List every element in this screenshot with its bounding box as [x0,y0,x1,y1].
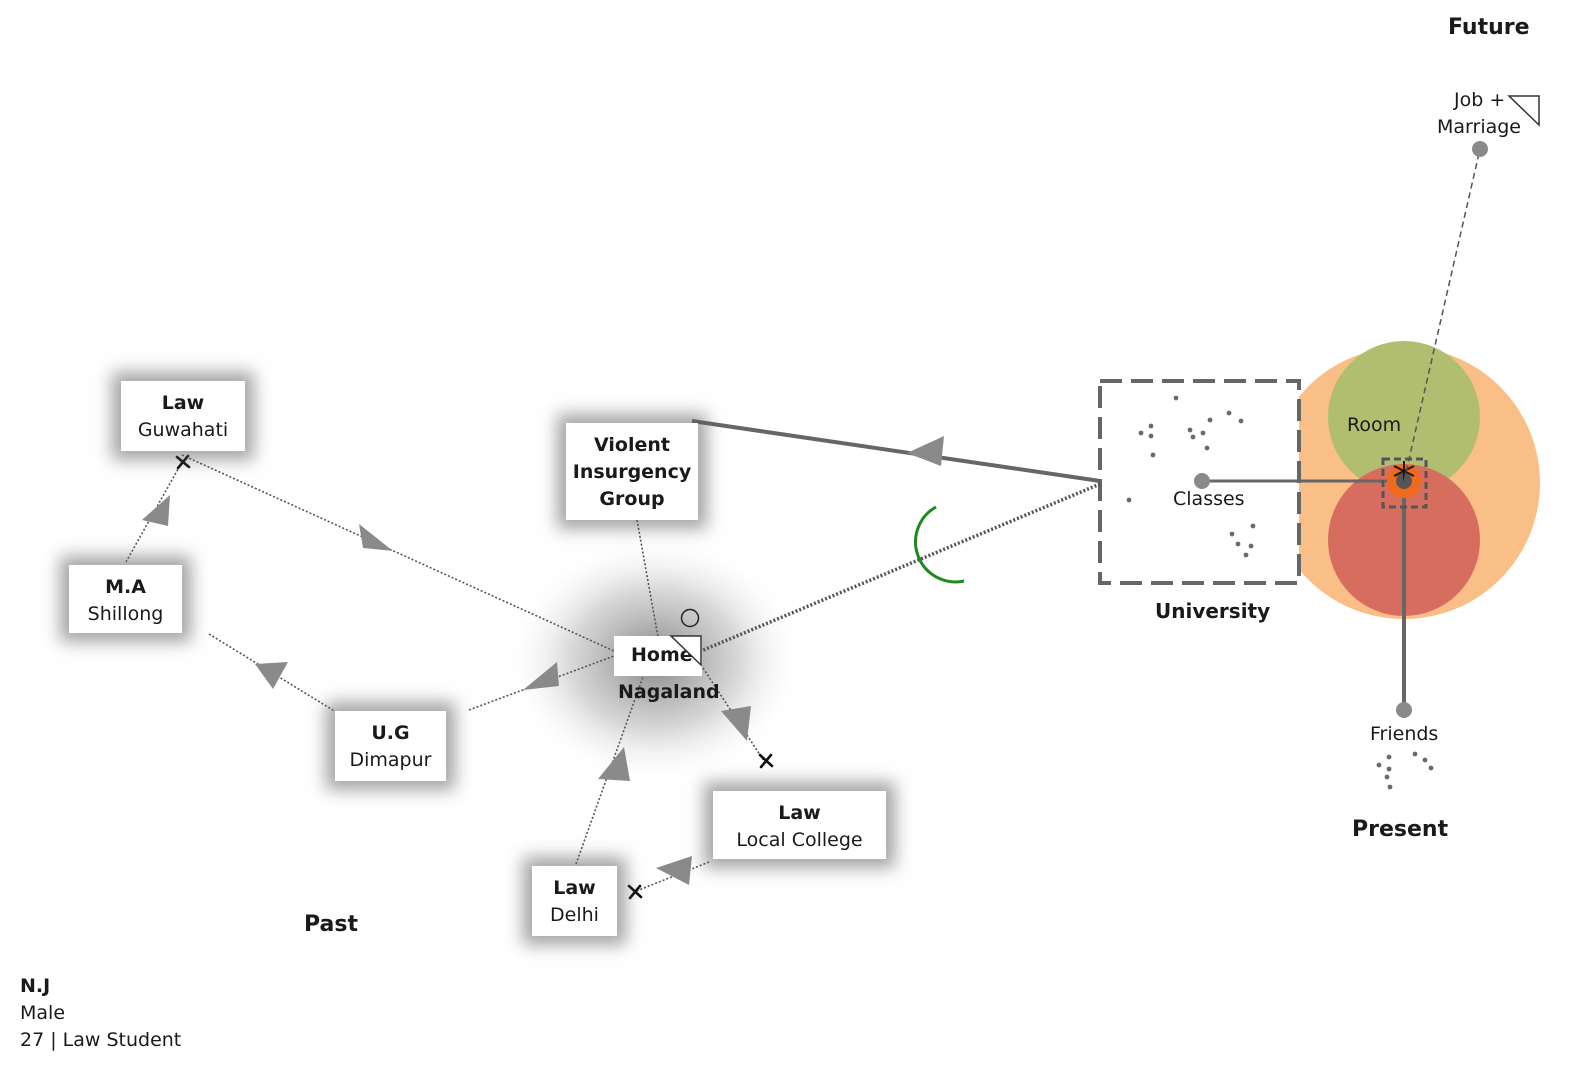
university-label: University [1155,599,1271,623]
room-label: Room [1347,414,1402,436]
node-law-delhi: Law Delhi [532,866,617,936]
node-law-local: Law Local College [713,791,886,859]
room-circle [1328,341,1480,493]
node-violent-group-line2: Insurgency [572,461,692,483]
node-ug-dimapur-place: Dimapur [349,749,432,771]
future-line2-label: Marriage [1437,116,1521,138]
friends-dots [1376,751,1434,790]
present-period-label: Present [1352,817,1449,842]
person-details: 27 | Law Student [20,1029,182,1051]
node-violent-group-line1: Violent [594,434,670,456]
node-ma-shillong: M.A Shillong [69,565,182,633]
node-law-guwahati-title: Law [161,392,205,414]
triangle-marker-icon [1507,95,1540,127]
person-info: N.J Male 27 | Law Student [20,973,181,1054]
past-period-label: Past [304,912,358,937]
university-dots [1126,395,1256,558]
node-law-guwahati: Law Guwahati [121,381,245,451]
arrow-head-icon [907,436,944,466]
node-law-delhi-place: Delhi [550,904,599,926]
future-node [1472,141,1488,157]
past-arrow-heads [142,495,751,885]
circle-marker-icon [680,608,700,628]
person-gender: Male [20,1002,66,1024]
classes-label: Classes [1173,488,1245,510]
node-ug-dimapur: U.G Dimapur [335,711,446,781]
x-mark-icons [175,454,774,900]
university-violent-connector [691,419,1101,483]
node-law-guwahati-place: Guwahati [137,419,229,441]
future-connector [1403,148,1481,482]
node-ug-dimapur-title: U.G [371,722,410,744]
university-home-connector [700,482,1101,653]
person-initials: N.J [20,975,51,997]
node-home-title: Home [631,644,693,666]
green-arc [914,505,965,584]
friends-label: Friends [1370,723,1439,745]
self-dashed-box [1381,457,1428,509]
node-ma-shillong-place: Shillong [87,603,164,625]
classes-node [1194,473,1210,489]
node-law-local-place: Local College [736,829,863,851]
node-ma-shillong-title: M.A [105,576,146,598]
future-period-label: Future [1448,15,1530,40]
node-law-delhi-title: Law [553,877,596,899]
future-line1-label: Job + [1454,89,1506,111]
node-violent-group: Violent Insurgency Group [566,423,698,520]
node-violent-group-line3: Group [599,488,665,510]
home-triangle-marker-icon [669,635,702,667]
home-place-label: Nagaland [618,681,720,703]
friends-node [1396,702,1412,718]
node-law-local-title: Law [778,802,821,824]
